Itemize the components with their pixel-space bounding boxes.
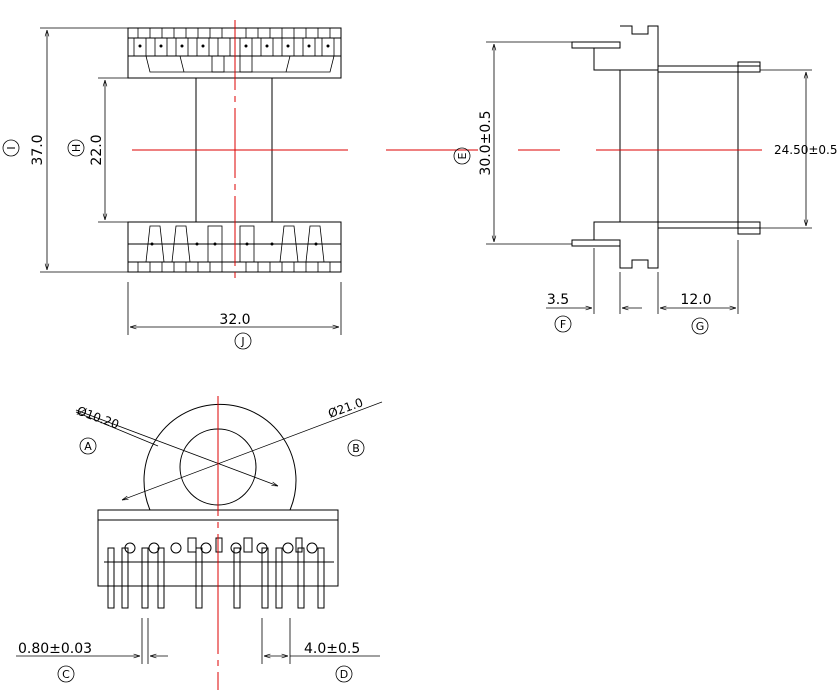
dim-f: 3.5 bbox=[547, 292, 569, 308]
bubble-g bbox=[691, 317, 709, 335]
dim-k: 24.50±0.5 bbox=[774, 143, 837, 157]
bubble-c-label: C bbox=[62, 668, 70, 681]
bubble-i bbox=[2, 139, 20, 157]
dim-j: 32.0 bbox=[219, 312, 250, 328]
top-left-view: 37.0 I 22.0 H 32.0 J bbox=[2, 20, 345, 350]
bubble-g-label: G bbox=[696, 320, 705, 333]
bubble-b bbox=[347, 439, 365, 457]
bubble-c bbox=[57, 665, 75, 683]
side-view: 30.0±0.5 E 24.50±0.5 3.5 F 12.0 G bbox=[453, 25, 837, 335]
dim-i: 37.0 bbox=[30, 134, 46, 165]
bubble-a bbox=[79, 437, 97, 455]
dim-d: 4.0±0.5 bbox=[304, 641, 360, 657]
bottom-view: Ø10.20 Ø21.0 A B 0.80±0.0 bbox=[16, 395, 383, 690]
dim-a: Ø10.20 bbox=[75, 404, 121, 432]
bubble-d bbox=[335, 665, 353, 683]
bubble-j-label: J bbox=[240, 335, 244, 348]
bubble-f bbox=[554, 315, 572, 333]
dim-b: Ø21.0 bbox=[326, 395, 365, 421]
bubble-i-label: I bbox=[5, 146, 18, 149]
dim-e: 30.0±0.5 bbox=[478, 110, 494, 175]
outer-circle bbox=[143, 403, 297, 511]
bubble-e bbox=[453, 147, 471, 165]
bubble-b-label: B bbox=[352, 442, 360, 455]
bubble-f-label: F bbox=[560, 318, 566, 331]
bubble-d-label: D bbox=[340, 668, 348, 681]
dim-g: 12.0 bbox=[680, 292, 711, 308]
bubble-h bbox=[67, 139, 85, 157]
bubble-j bbox=[234, 332, 252, 350]
dim-h: 22.0 bbox=[89, 134, 105, 165]
bubble-a-label: A bbox=[84, 440, 92, 453]
dim-c: 0.80±0.03 bbox=[18, 641, 92, 657]
bubble-e-label: E bbox=[456, 152, 469, 159]
bubble-h-label: H bbox=[70, 144, 83, 152]
